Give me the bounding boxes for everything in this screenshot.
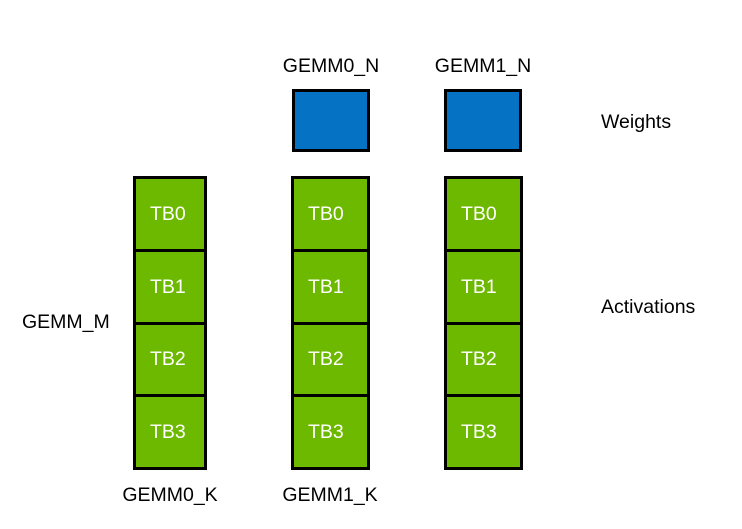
activation-column-3: TB0 TB1 TB2 TB3 [444,176,523,470]
activation-column-2: TB0 TB1 TB2 TB3 [291,176,370,470]
activation-column-1: TB0 TB1 TB2 TB3 [133,176,207,470]
label-gemm-m: GEMM_M [22,311,110,333]
weight-block-gemm1 [444,89,522,152]
activation-cell: TB0 [444,176,523,252]
activation-cell-label: TB1 [308,275,344,298]
activation-cell-label: TB3 [308,421,344,444]
label-gemm0-k: GEMM0_K [122,484,218,506]
activation-cell-label: TB0 [308,202,344,225]
activation-cell-label: TB1 [150,275,186,298]
activation-cell: TB3 [444,394,523,470]
activation-cell-label: TB1 [461,275,497,298]
label-gemm1-n-line1: GEMM1_N [434,55,532,77]
activation-cell: TB1 [444,248,523,325]
activation-cell: TB2 [444,321,523,398]
activation-cell-label: TB2 [461,348,497,371]
activation-cell: TB1 [291,248,370,325]
label-gemm0-n-line1: GEMM0_N [282,55,380,77]
label-activations: Activations [601,296,696,318]
activation-cell: TB0 [291,176,370,252]
activation-cell-label: TB0 [150,202,186,225]
activation-cell: TB3 [291,394,370,470]
activation-cell: TB2 [133,321,207,398]
activation-cell-label: TB0 [461,202,497,225]
activation-cell-label: TB3 [150,421,186,444]
activation-cell: TB2 [291,321,370,398]
activation-cell: TB1 [133,248,207,325]
activation-cell-label: TB2 [150,348,186,371]
label-gemm1-k: GEMM1_K [282,484,378,506]
activation-cell-label: TB2 [308,348,344,371]
label-weights: Weights [601,111,672,133]
activation-cell: TB3 [133,394,207,470]
weight-block-gemm0 [292,89,370,152]
activation-cell: TB0 [133,176,207,252]
activation-cell-label: TB3 [461,421,497,444]
